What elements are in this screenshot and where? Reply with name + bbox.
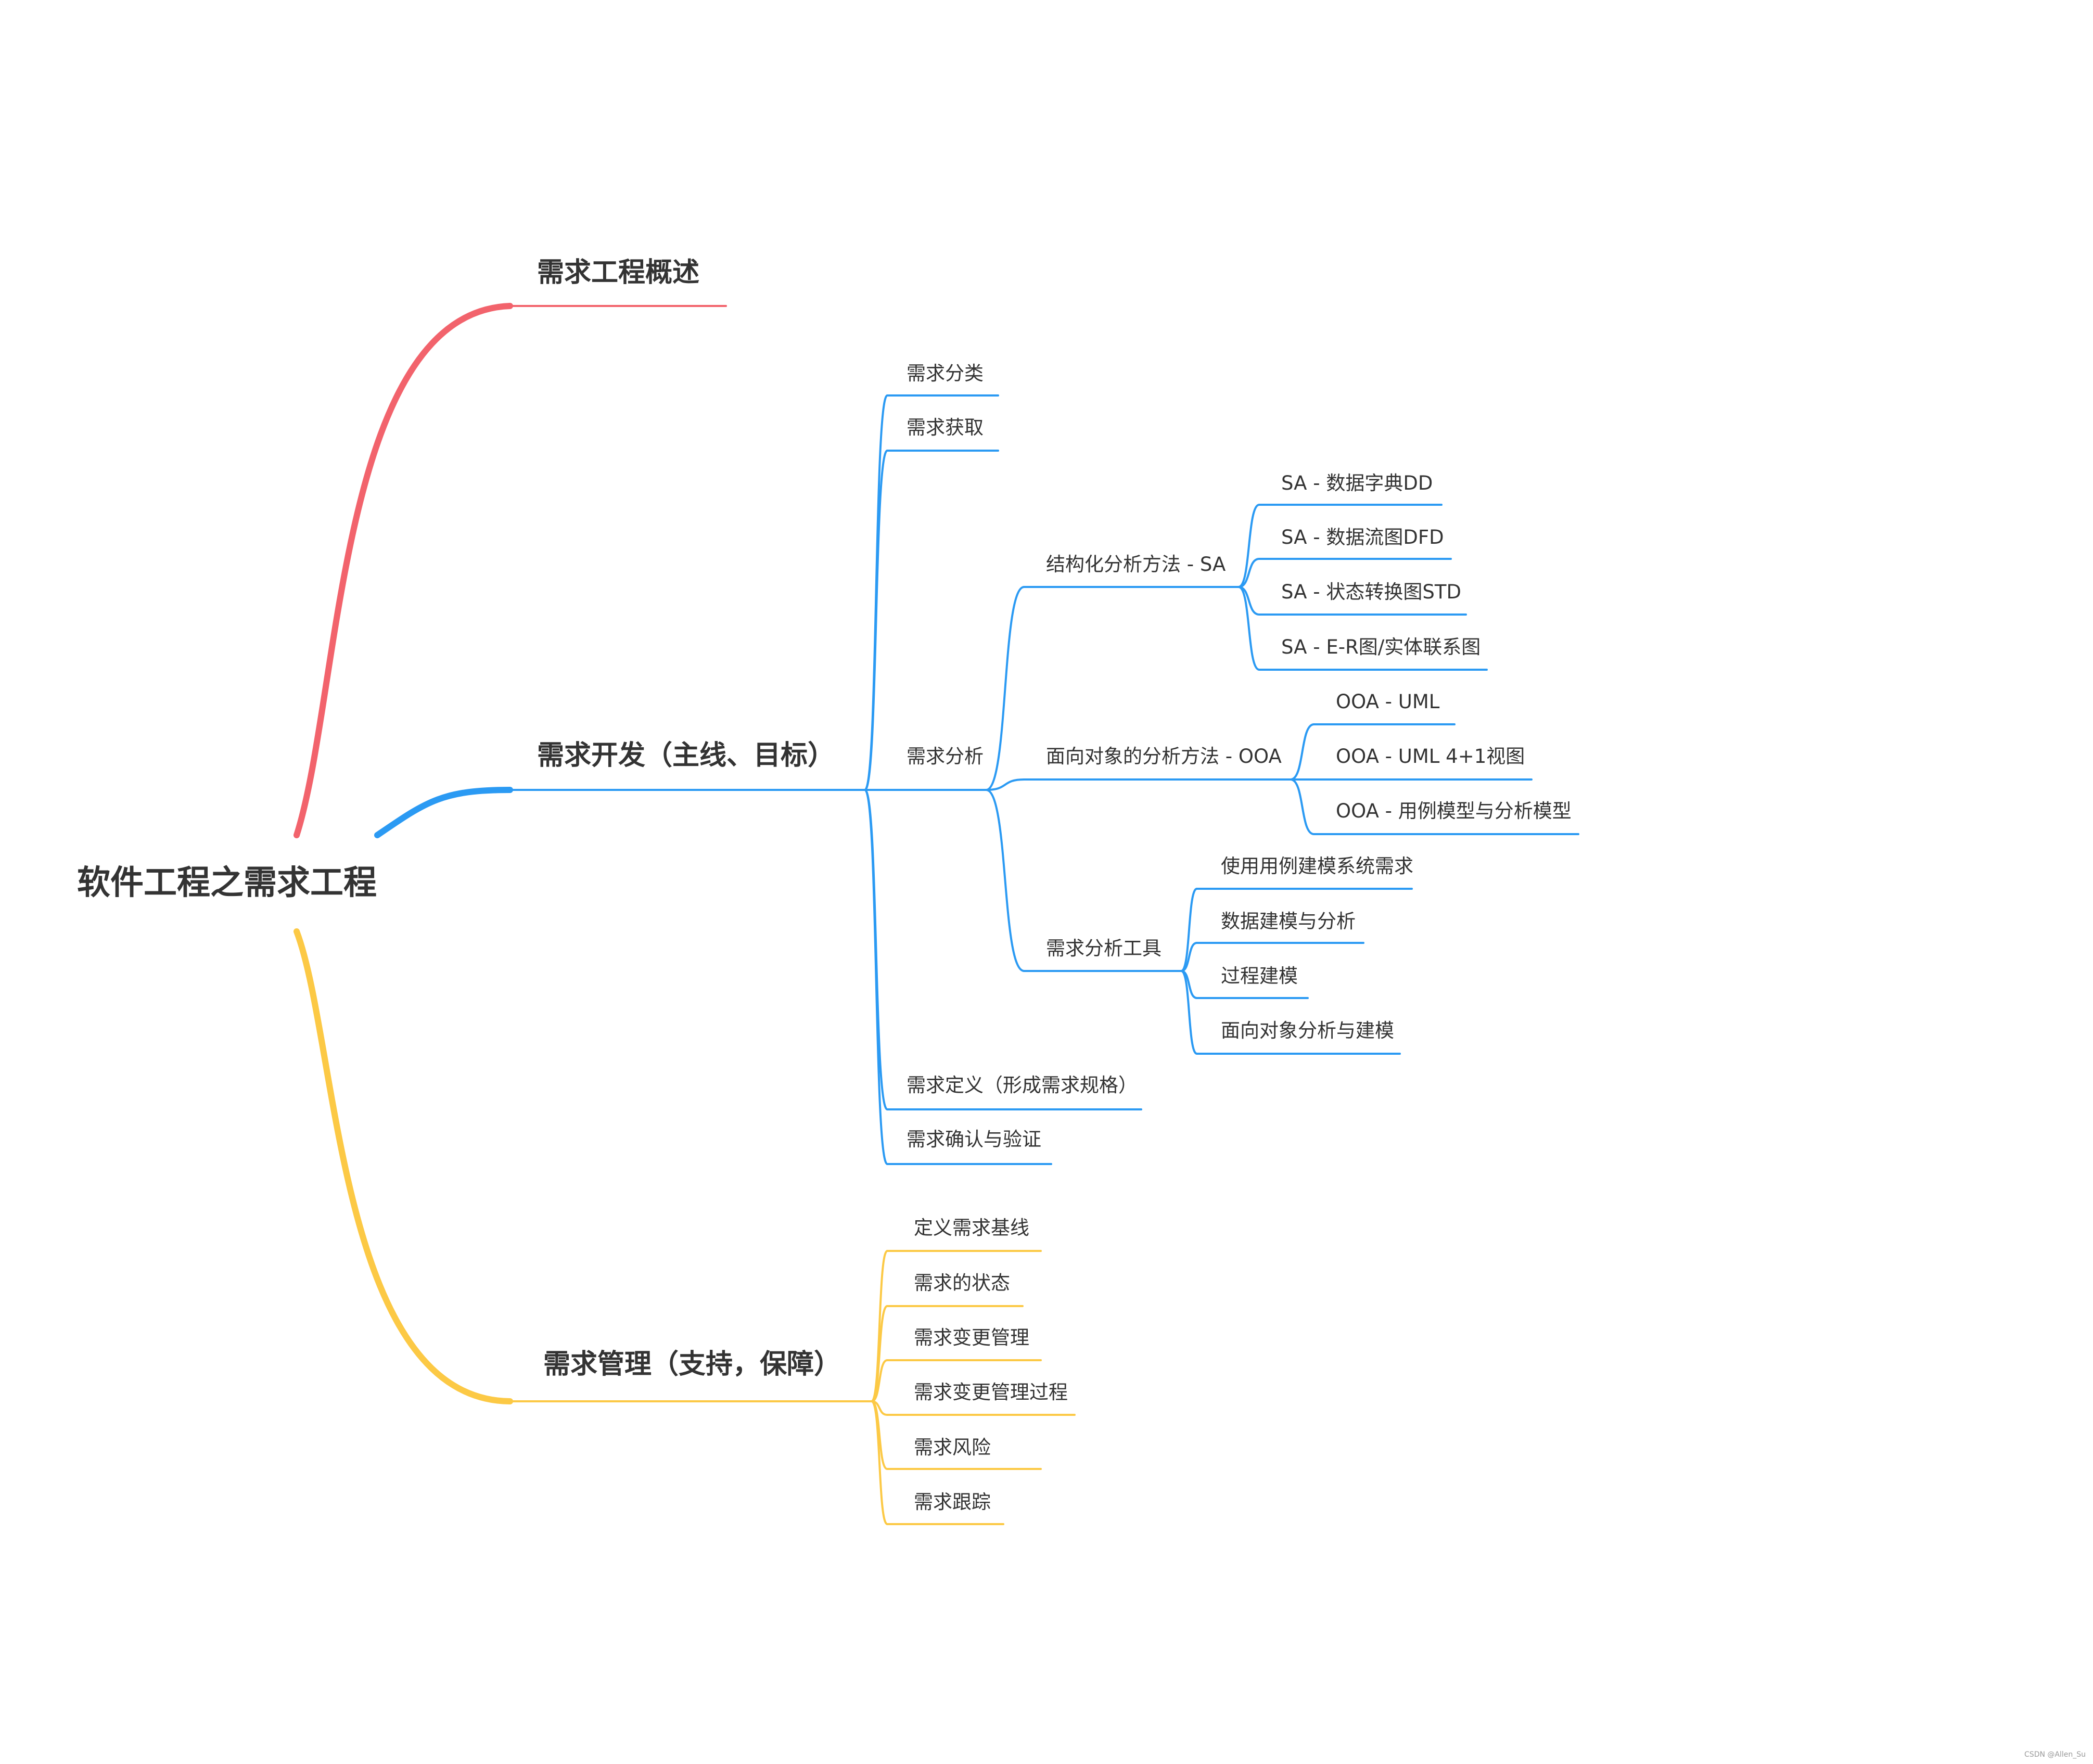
connector-sa-2 bbox=[1237, 586, 1260, 616]
topic-ooa-uml-4plus1[interactable]: OOA - UML 4+1视图 bbox=[1336, 745, 1525, 768]
branch-management-line bbox=[293, 928, 513, 1404]
topic-change-management-process[interactable]: 需求变更管理过程 bbox=[914, 1381, 1068, 1403]
connector-management-2 bbox=[871, 1359, 888, 1402]
topic-requirement-definition[interactable]: 需求定义（形成需求规格） bbox=[907, 1074, 1138, 1096]
connector-development-1 bbox=[864, 450, 888, 791]
topic-sa-method[interactable]: 结构化分析方法 - SA bbox=[1046, 553, 1226, 576]
topic-requirement-elicitation[interactable]: 需求获取 bbox=[907, 416, 984, 439]
connector-tools-1 bbox=[1180, 942, 1198, 972]
connector-management-5 bbox=[871, 1400, 888, 1525]
topic-analysis-tools[interactable]: 需求分析工具 bbox=[1046, 937, 1162, 960]
topic-sa-er[interactable]: SA - E-R图/实体联系图 bbox=[1281, 636, 1481, 658]
connector-management-1 bbox=[871, 1305, 888, 1402]
connector-tools-0 bbox=[1180, 888, 1198, 972]
topic-requirement-tracing[interactable]: 需求跟踪 bbox=[914, 1491, 991, 1513]
connector-sa-1 bbox=[1237, 558, 1260, 588]
connector-sa-3 bbox=[1237, 586, 1260, 671]
topic-requirement-analysis[interactable]: 需求分析 bbox=[907, 745, 984, 768]
connector-ooa-2 bbox=[1290, 778, 1315, 835]
connector-analysis-1 bbox=[985, 778, 1025, 791]
branch-development-line bbox=[374, 787, 513, 838]
root-topic[interactable]: 软件工程之需求工程 bbox=[77, 864, 377, 902]
connector-analysis-2 bbox=[985, 789, 1025, 972]
topic-sa-dfd[interactable]: SA - 数据流图DFD bbox=[1281, 526, 1444, 548]
connector-lines bbox=[293, 303, 1579, 1525]
topic-requirement-classification[interactable]: 需求分类 bbox=[907, 362, 984, 385]
topic-process-modeling[interactable]: 过程建模 bbox=[1221, 965, 1298, 987]
topic-ooa-use-case-model[interactable]: OOA - 用例模型与分析模型 bbox=[1336, 800, 1572, 822]
connector-analysis-0 bbox=[985, 586, 1025, 791]
topic-requirement-status[interactable]: 需求的状态 bbox=[914, 1272, 1010, 1294]
topic-sa-data-dictionary[interactable]: SA - 数据字典DD bbox=[1281, 472, 1433, 494]
watermark: CSDN @Allen_Su bbox=[2024, 1750, 2086, 1759]
topic-requirement-baseline[interactable]: 定义需求基线 bbox=[914, 1217, 1029, 1239]
branch-overview-line bbox=[293, 303, 513, 838]
topic-data-modeling[interactable]: 数据建模与分析 bbox=[1221, 910, 1356, 932]
topic-requirement-risk[interactable]: 需求风险 bbox=[914, 1436, 991, 1459]
topic-ooa-method[interactable]: 面向对象的分析方法 - OOA bbox=[1046, 745, 1282, 768]
topic-use-case-modeling[interactable]: 使用用例建模系统需求 bbox=[1221, 855, 1413, 877]
topic-ooa-uml[interactable]: OOA - UML bbox=[1336, 691, 1440, 713]
topic-management[interactable]: 需求管理（支持，保障） bbox=[543, 1349, 841, 1380]
topic-overview[interactable]: 需求工程概述 bbox=[537, 257, 700, 288]
connector-tools-3 bbox=[1180, 970, 1198, 1055]
topic-requirement-validation[interactable]: 需求确认与验证 bbox=[907, 1128, 1041, 1151]
connector-development-4 bbox=[864, 789, 888, 1165]
connector-ooa-0 bbox=[1290, 723, 1315, 781]
topic-sa-std[interactable]: SA - 状态转换图STD bbox=[1281, 581, 1461, 603]
topic-change-management[interactable]: 需求变更管理 bbox=[914, 1326, 1029, 1349]
connector-sa-0 bbox=[1237, 504, 1260, 588]
topic-oo-analysis-modeling[interactable]: 面向对象分析与建模 bbox=[1221, 1019, 1394, 1042]
topic-development[interactable]: 需求开发（主线、目标） bbox=[537, 740, 835, 771]
